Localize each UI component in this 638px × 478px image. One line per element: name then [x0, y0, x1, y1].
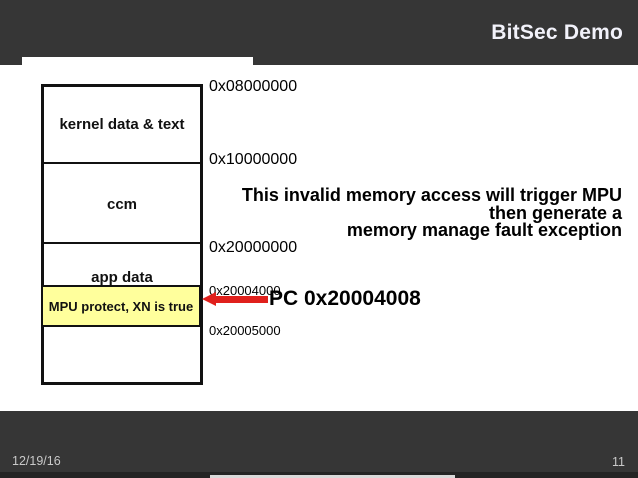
explanation-line: This invalid memory access will trigger … [241, 185, 622, 205]
memory-region-label-ccm: ccm [106, 196, 138, 213]
explanation-line: memory manage fault exception [346, 220, 622, 240]
footer-date: 12/19/16 [12, 454, 61, 468]
memory-map-box [41, 84, 203, 385]
address-label-0x10000000: 0x10000000 [209, 151, 298, 168]
red-arrow-icon [215, 296, 268, 303]
address-label-0x08000000: 0x08000000 [209, 78, 298, 95]
pc-register-label: PC 0x20004008 [269, 287, 421, 310]
mpu-protected-region-label: MPU protect, XN is true [48, 298, 194, 314]
mpu-protected-region: MPU protect, XN is true [41, 285, 201, 327]
explanation-line: then generate a [488, 202, 622, 223]
bottom-band-highlight [210, 475, 455, 478]
red-arrow-head-icon [202, 292, 216, 306]
page-number: 11 [612, 455, 625, 469]
address-label-0x20005000: 0x20005000 [209, 323, 281, 338]
memory-region-divider [41, 242, 203, 244]
memory-region-label-app-data: app data [91, 269, 153, 286]
address-label-0x20004000: 0x20004000 [209, 283, 281, 298]
memory-region-label-kernel: kernel data & text [59, 116, 185, 133]
address-label-0x20000000: 0x20000000 [209, 239, 298, 256]
memory-region-divider [41, 162, 203, 164]
explanation-text: This invalid memory access will trigger … [192, 185, 622, 240]
slide-title: BitSec Demo [491, 21, 623, 44]
